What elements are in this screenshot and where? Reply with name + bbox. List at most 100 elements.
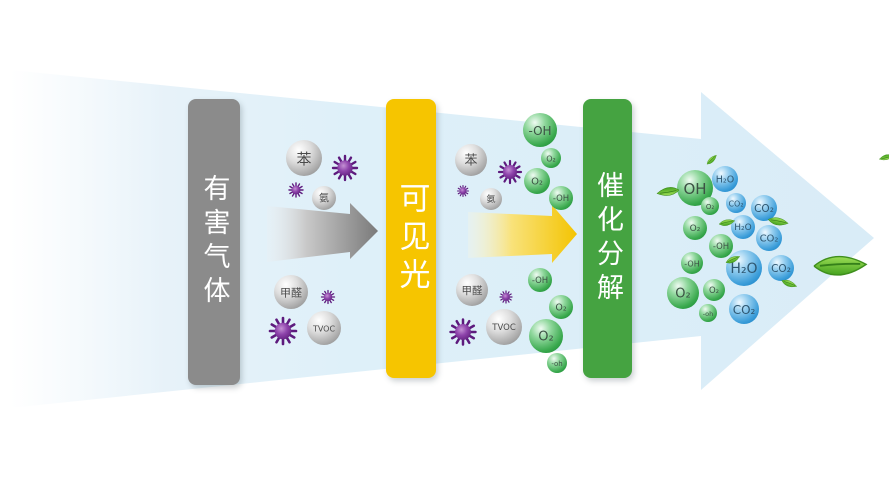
- molecule-sphere-gray: TVOC: [307, 311, 341, 345]
- molecule-sphere-gray: 甲醛: [456, 274, 488, 306]
- molecule-sphere-green: -OH: [709, 234, 733, 258]
- virus-icon: [288, 182, 304, 198]
- virus-particle-icon: [456, 184, 470, 198]
- leaf-icon: [878, 154, 889, 161]
- virus-icon: [456, 184, 470, 198]
- molecule-label: 氨: [319, 192, 329, 205]
- background-flow-arrow: [10, 70, 874, 408]
- molecule-sphere-green: O₂: [701, 197, 719, 215]
- virus-particle-icon: [268, 316, 298, 346]
- molecule-label: -oh: [703, 310, 714, 318]
- leaf-icon: [768, 217, 789, 226]
- molecule-label: H₂O: [730, 261, 757, 277]
- molecule-label: O₂: [690, 224, 701, 234]
- molecule-label: O₂: [675, 287, 690, 302]
- molecule-label: 苯: [464, 154, 477, 169]
- molecule-sphere-blue: CO₂: [729, 294, 759, 324]
- virus-particle-icon: [449, 318, 477, 346]
- virus-icon: [331, 154, 359, 182]
- leaf-icon: [781, 279, 798, 288]
- molecule-sphere-green: -OH: [528, 268, 552, 292]
- molecule-label: 苯: [296, 150, 311, 168]
- molecule-label: H₂O: [734, 223, 751, 233]
- molecule-label: -OH: [553, 194, 569, 204]
- molecule-label: O₂: [555, 303, 566, 314]
- molecule-sphere-green: -OH: [523, 113, 557, 147]
- molecule-sphere-blue: CO₂: [726, 193, 746, 213]
- leaf-icon: [813, 255, 868, 276]
- molecule-sphere-green: O₂: [667, 277, 699, 309]
- stage-bar-harmful-gas: 有害气体: [188, 99, 240, 385]
- virus-icon: [499, 290, 513, 304]
- molecule-sphere-blue: CO₂: [756, 225, 782, 251]
- molecule-label: TVOC: [312, 325, 336, 334]
- leaf-icon: [725, 256, 741, 264]
- molecule-label: CO₂: [760, 234, 779, 245]
- molecule-sphere-green: -oh: [547, 353, 567, 373]
- molecule-label: O₂: [709, 286, 719, 296]
- molecule-label: -OH: [684, 260, 699, 269]
- molecule-sphere-green: OH: [677, 170, 713, 206]
- molecule-label: 甲醛: [280, 286, 302, 300]
- stage-bar-visible-light: 可见光: [386, 99, 436, 378]
- stage-bar-catalytic-decomposition: 催化分解: [583, 99, 632, 378]
- leaf-icon: [768, 217, 789, 226]
- molecule-sphere-blue: H₂O: [726, 250, 762, 286]
- molecule-sphere-green: O₂: [541, 148, 561, 168]
- stage-bar-harmful-gas-label: 有害气体: [198, 174, 230, 310]
- molecule-sphere-gray: 甲醛: [274, 275, 308, 309]
- virus-icon: [320, 289, 336, 305]
- virus-layer: [268, 154, 523, 346]
- molecule-sphere-gray: 氨: [480, 188, 502, 210]
- molecule-sphere-green: O₂: [703, 279, 725, 301]
- molecule-label: CO₂: [733, 303, 756, 317]
- molecule-sphere-blue: CO₂: [768, 255, 794, 281]
- yellow-flow-arrow-icon: [468, 205, 577, 263]
- stage-bar-catalytic-decomposition-label: 催化分解: [592, 170, 623, 307]
- molecule-sphere-green: -oh: [699, 304, 717, 322]
- leaf-icon: [706, 154, 717, 165]
- leaf-icon: [725, 256, 741, 264]
- gray-flow-arrow-icon: [267, 203, 378, 262]
- virus-icon: [497, 159, 523, 185]
- leaf-icon: [718, 219, 736, 226]
- virus-icon: [268, 316, 298, 346]
- molecule-sphere-green: O₂: [529, 319, 563, 353]
- virus-particle-icon: [288, 182, 304, 198]
- virus-particle-icon: [320, 289, 336, 305]
- molecule-sphere-gray: 苯: [455, 144, 487, 176]
- molecule-sphere-green: O₂: [549, 295, 573, 319]
- virus-particle-icon: [331, 154, 359, 182]
- leaf-icon: [718, 219, 736, 226]
- molecule-sphere-green: -OH: [549, 186, 573, 210]
- molecule-label: CO₂: [771, 263, 791, 275]
- molecule-sphere-gray: 苯: [286, 140, 322, 176]
- leaf-icon: [706, 154, 717, 165]
- molecule-label: O₂: [706, 203, 715, 211]
- molecule-label: TVOC: [491, 323, 516, 333]
- molecule-sphere-blue: H₂O: [712, 166, 738, 192]
- leaf-layer: [656, 154, 889, 288]
- molecule-sphere-green: -OH: [681, 252, 703, 274]
- molecule-label: -oh: [551, 360, 562, 368]
- molecule-label: H₂O: [716, 175, 734, 186]
- molecule-label: O₂: [538, 330, 553, 345]
- molecule-sphere-gray: TVOC: [486, 309, 522, 345]
- virus-particle-icon: [497, 159, 523, 185]
- molecule-sphere-gray: 氨: [312, 186, 336, 210]
- molecule-sphere-green: O₂: [683, 216, 707, 240]
- virus-icon: [449, 318, 477, 346]
- molecule-sphere-blue: CO₂: [751, 195, 777, 221]
- molecule-label: 甲醛: [462, 284, 483, 297]
- molecule-sphere-blue: H₂O: [731, 215, 755, 239]
- molecule-label: -OH: [713, 242, 729, 252]
- molecule-label: OH: [683, 180, 706, 198]
- molecule-label: O₂: [546, 155, 556, 164]
- molecule-sphere-green: O₂: [524, 168, 550, 194]
- leaf-icon: [878, 154, 889, 161]
- leaf-icon: [656, 187, 680, 196]
- molecule-label: O₂: [531, 177, 543, 188]
